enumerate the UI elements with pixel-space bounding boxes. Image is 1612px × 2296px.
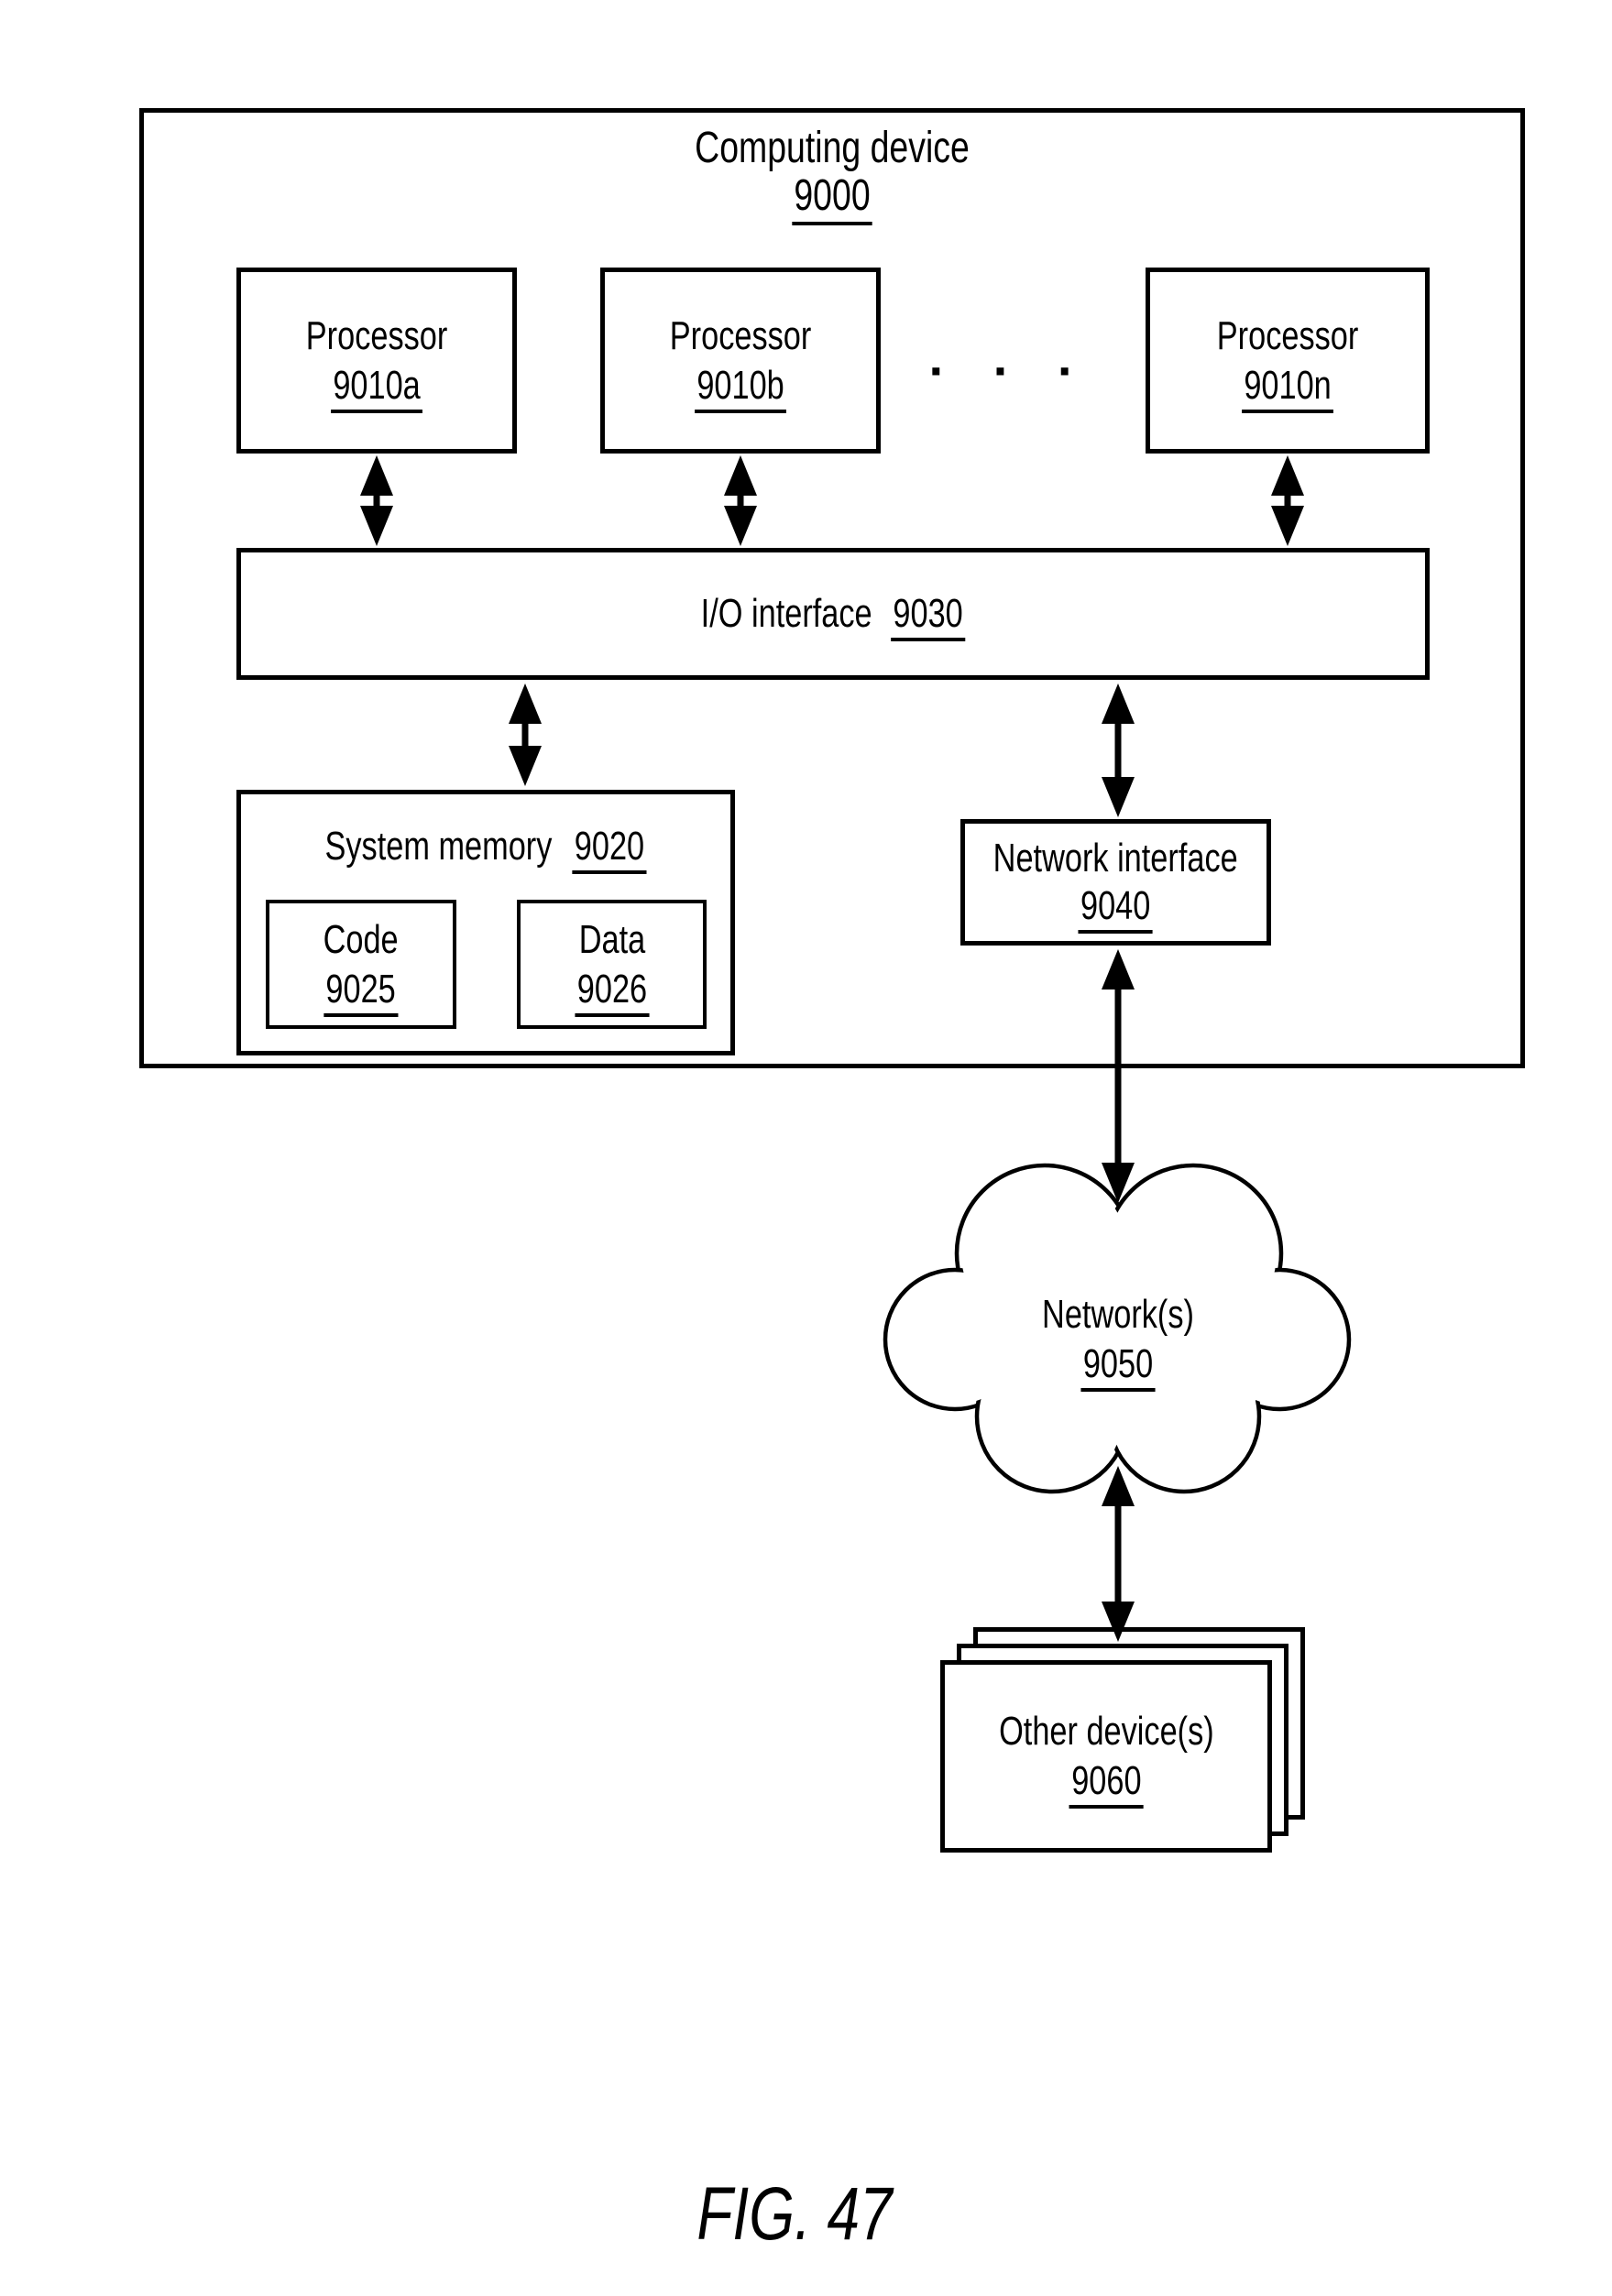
code-ref-line: 9025 <box>323 965 399 1017</box>
data-text: Data 9026 <box>574 915 650 1017</box>
processor-a-ref-line: 9010a <box>306 361 448 413</box>
networks-label: Network(s) <box>1042 1292 1194 1337</box>
data-ref: 9026 <box>574 966 650 1017</box>
processor-a-ref: 9010a <box>330 362 423 413</box>
network-interface-box: Network interface 9040 <box>960 819 1271 946</box>
processor-box-b: Processor 9010b <box>600 268 881 454</box>
code-text: Code 9025 <box>323 915 400 1017</box>
processor-n-ref-line: 9010n <box>1217 361 1359 413</box>
figure-caption-text: FIG. 47 <box>696 2172 893 2256</box>
networks-cloud-text: Network(s) 9050 <box>935 1290 1301 1392</box>
processor-b-label: Processor <box>669 312 812 358</box>
networks-ref-line: 9050 <box>975 1339 1261 1392</box>
processor-a-text: Processor 9010a <box>305 312 448 413</box>
other-devices-box-front: Other device(s) 9060 <box>940 1660 1272 1853</box>
other-devices-ref-line: 9060 <box>999 1756 1214 1809</box>
io-interface-box: I/O interface 9030 <box>236 548 1430 680</box>
processor-a-label: Processor <box>305 312 448 358</box>
data-box: Data 9026 <box>517 900 707 1029</box>
network-interface-ref: 9040 <box>1078 883 1154 934</box>
network-interface-label: Network interface <box>992 836 1239 880</box>
code-label: Code <box>323 916 400 962</box>
networks-ref: 9050 <box>1080 1341 1156 1392</box>
system-memory-label: System memory <box>324 824 553 869</box>
data-ref-line: 9026 <box>574 965 650 1017</box>
processor-b-ref-line: 9010b <box>670 361 812 413</box>
figure-caption: FIG. 47 <box>412 2173 1177 2256</box>
code-box: Code 9025 <box>266 900 456 1029</box>
processor-b-ref: 9010b <box>694 362 787 413</box>
other-devices-label: Other device(s) <box>998 1709 1214 1754</box>
io-interface-text: I/O interface 9030 <box>700 589 966 641</box>
processor-n-text: Processor 9010n <box>1216 312 1359 413</box>
processor-n-ref: 9010n <box>1241 362 1334 413</box>
processor-n-label: Processor <box>1216 312 1359 358</box>
system-memory-ref: 9020 <box>572 824 647 874</box>
code-ref: 9025 <box>323 966 399 1017</box>
network-interface-ref-line: 9040 <box>993 882 1238 934</box>
data-label: Data <box>578 916 645 962</box>
ellipsis-dots: · · · <box>928 342 1091 399</box>
network-interface-text: Network interface 9040 <box>992 835 1239 934</box>
computing-device-ref: 9000 <box>792 171 872 225</box>
system-memory-title: System memory 9020 <box>324 822 647 874</box>
processor-box-a: Processor 9010a <box>236 268 517 454</box>
arrow-cloud-other-devices <box>1102 1466 1135 1642</box>
other-devices-ref: 9060 <box>1069 1758 1144 1809</box>
io-interface-ref: 9030 <box>891 591 966 641</box>
other-devices-text: Other device(s) 9060 <box>998 1707 1214 1809</box>
computing-device-label: Computing device <box>695 124 970 172</box>
processor-box-n: Processor 9010n <box>1146 268 1430 454</box>
io-interface-label: I/O interface <box>700 591 872 636</box>
computing-device-title: Computing device 9000 <box>139 124 1525 225</box>
computing-device-ref-line: 9000 <box>291 171 1372 225</box>
processor-b-text: Processor 9010b <box>669 312 812 413</box>
